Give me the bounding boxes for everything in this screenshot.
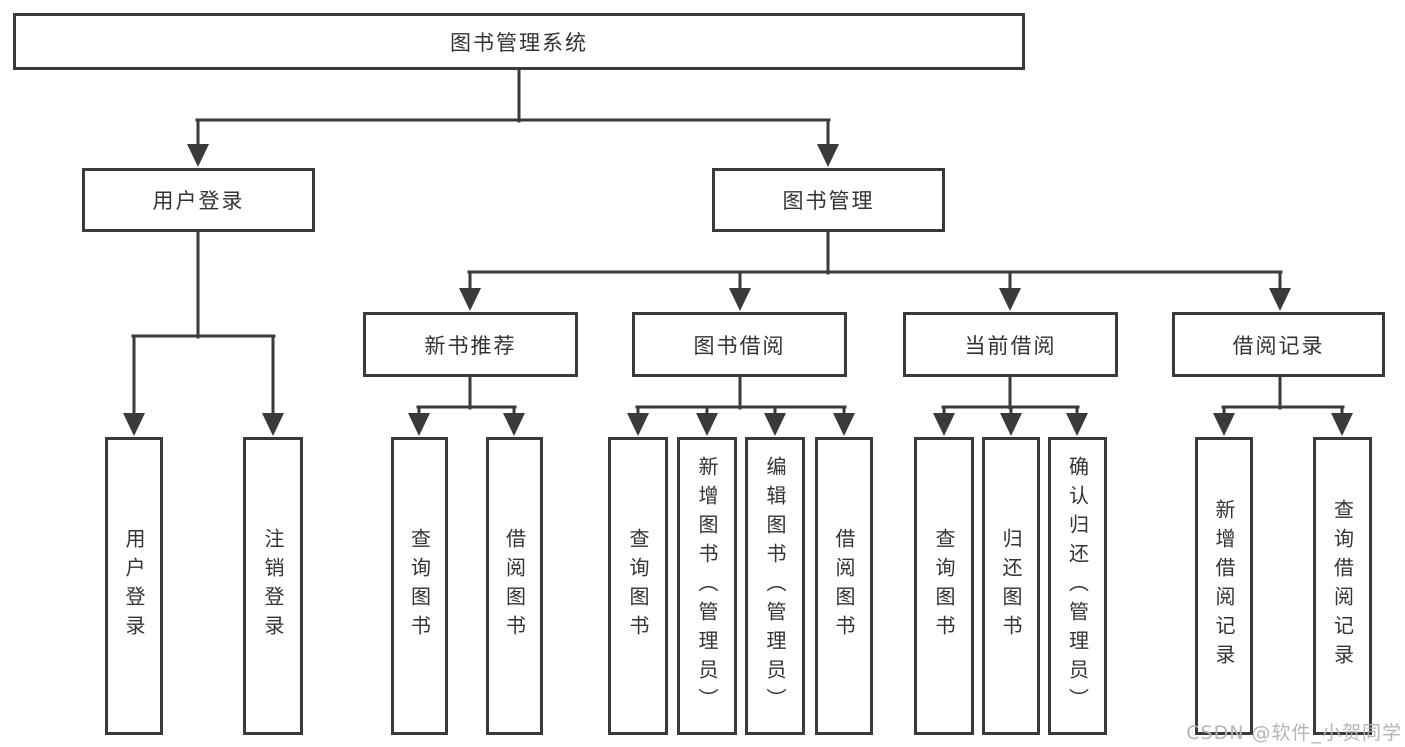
leaf-bb-edit-book-admin: 编辑图书（管理员） [745, 437, 805, 735]
node-label: 用户登录 [152, 189, 245, 213]
node-label: 归还图书 [999, 528, 1023, 644]
node-label: 确认归还（管理员） [1065, 455, 1090, 717]
node-label: 新增借阅记录 [1212, 499, 1236, 673]
leaf-nb-borrow-book: 借阅图书 [486, 437, 543, 735]
node-label: 注销登录 [261, 528, 285, 644]
node-borrow-records: 借阅记录 [1172, 312, 1385, 377]
leaf-cb-query-book: 查询图书 [914, 437, 974, 735]
leaf-cb-confirm-return-admin: 确认归还（管理员） [1048, 437, 1107, 735]
leaf-logout: 注销登录 [243, 437, 303, 735]
node-label: 查询图书 [626, 528, 650, 644]
node-label: 查询图书 [932, 528, 956, 644]
leaf-bb-add-book-admin: 新增图书（管理员） [677, 437, 737, 735]
node-current-borrow: 当前借阅 [903, 312, 1118, 377]
csdn-watermark: CSDN @软件_小贺同学 [1186, 722, 1402, 744]
node-label: 借阅图书 [502, 528, 527, 644]
leaf-bb-borrow-book: 借阅图书 [815, 437, 873, 735]
node-label: 借阅图书 [832, 528, 856, 644]
leaf-user-login: 用户登录 [105, 437, 163, 735]
node-new-book-recommend: 新书推荐 [363, 312, 578, 377]
node-label: 新增图书（管理员） [695, 455, 719, 717]
node-label: 当前借阅 [964, 333, 1057, 358]
node-user-login: 用户登录 [82, 168, 315, 232]
node-label: 查询借阅记录 [1330, 499, 1355, 673]
leaf-bb-query-book: 查询图书 [608, 437, 668, 735]
node-label: 查询图书 [407, 528, 432, 644]
node-label: 用户登录 [122, 528, 146, 644]
node-label: 编辑图书（管理员） [763, 455, 787, 717]
node-label: 新书推荐 [424, 333, 517, 358]
leaf-br-add-record: 新增借阅记录 [1195, 437, 1253, 735]
node-label: 图书管理系统 [450, 30, 588, 55]
node-label: 图书管理 [782, 189, 875, 213]
node-label: 借阅记录 [1232, 333, 1325, 358]
node-book-borrow: 图书借阅 [632, 312, 847, 377]
leaf-nb-query-book: 查询图书 [391, 437, 448, 735]
leaf-cb-return-book: 归还图书 [982, 437, 1040, 735]
node-label: 图书借阅 [693, 333, 786, 358]
leaf-br-query-record: 查询借阅记录 [1313, 437, 1372, 735]
node-root: 图书管理系统 [13, 13, 1025, 70]
node-book-management: 图书管理 [712, 168, 945, 232]
